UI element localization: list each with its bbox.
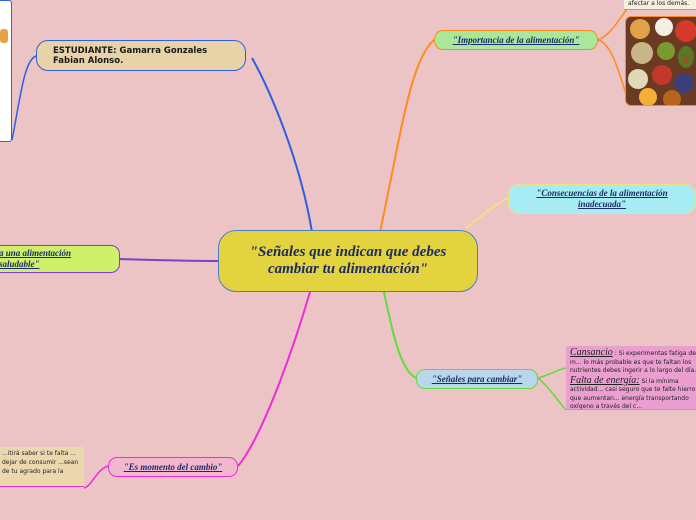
connector-saludable [118,259,218,261]
central-title: "Señales que indican que debes cambiar t… [247,244,449,278]
topic-consecuencias-label: "Consecuencias de la alimentación inadec… [521,188,683,210]
healthy-food-image[interactable] [625,16,696,106]
note-senales-item-cansancio: Cansancio : Si experimentas fatiga de m.… [570,349,696,376]
connector-senales-right [538,368,566,410]
topic-saludable-label: a una alimentación saludable" [0,248,99,270]
connector-importancia [380,40,434,232]
note-momento[interactable]: ...itirá saber si te falta ... dejar de … [0,447,84,487]
connector-student [252,58,312,232]
topic-saludable[interactable]: a una alimentación saludable" [0,245,120,273]
topic-consecuencias[interactable]: "Consecuencias de la alimentación inadec… [508,184,696,214]
term-energia: Falta de energía: [570,375,640,386]
student-node[interactable]: ESTUDIANTE: Gamarra Gonzales Fabian Alon… [36,40,246,71]
note-top-right-text: afectar a los demás. [624,0,696,8]
topic-importancia-label: "Importancia de la alimentación" [453,35,580,46]
connector-consecuencias [466,198,508,228]
topic-senales[interactable]: "Señales para cambiar" [416,369,538,389]
connector-importancia-right [598,8,628,100]
left-image-frame[interactable] [0,0,12,142]
topic-senales-label: "Señales para cambiar" [432,374,523,385]
term-cansancio: Cansancio [570,347,613,358]
topic-momento[interactable]: "Es momento del cambio" [108,457,238,477]
note-senales-item-energia: Falta de energía: Si la mínima actividad… [570,377,696,411]
central-node[interactable]: "Señales que indican que debes cambiar t… [218,230,478,292]
food-illustration [626,17,696,105]
connector-student-left [12,56,36,140]
note-momento-text: ...itirá saber si te falta ... dejar de … [2,449,82,476]
note-top-right[interactable]: afectar a los demás. [624,0,696,10]
connector-momento-left [84,466,108,488]
left-image-thumb [0,29,8,43]
note-senales[interactable]: Cansancio : Si experimentas fatiga de m.… [566,346,696,410]
connector-senales [384,292,416,378]
connector-momento [238,292,310,466]
student-label: ESTUDIANTE: Gamarra Gonzales Fabian Alon… [53,46,213,66]
topic-momento-label: "Es momento del cambio" [124,462,223,473]
topic-importancia[interactable]: "Importancia de la alimentación" [434,30,598,50]
